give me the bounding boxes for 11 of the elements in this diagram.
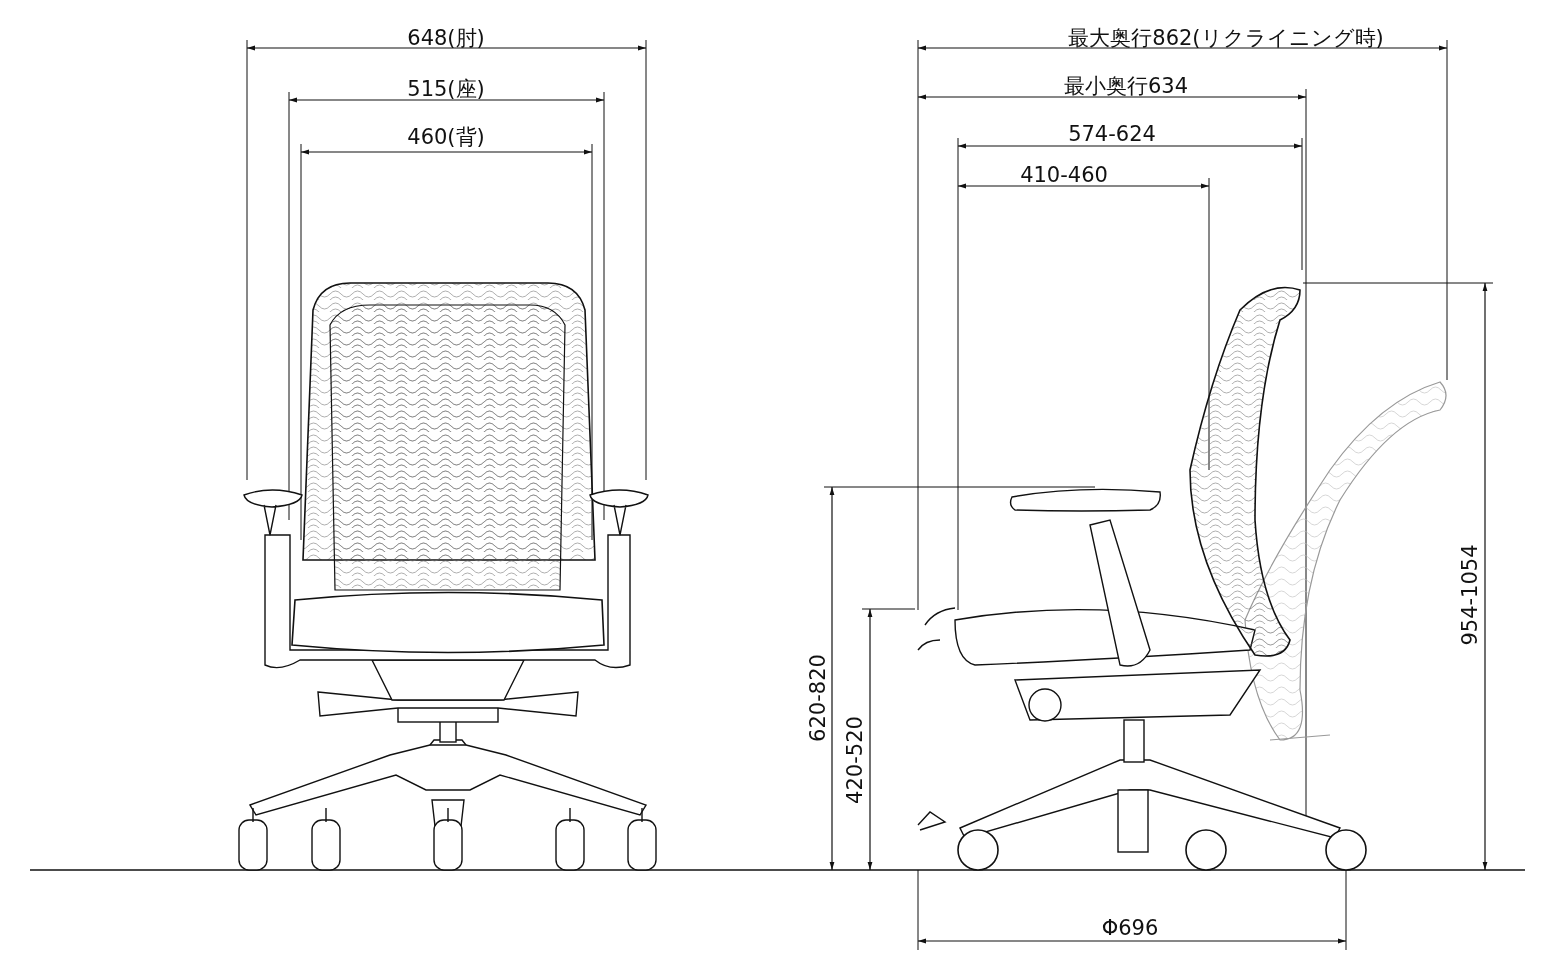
dimension-label: 最小奥行634 <box>1063 75 1189 97</box>
dimension-label: 460(背) <box>407 126 485 148</box>
dimension-label: 620-820 <box>807 654 829 742</box>
dimension-label: 515(座) <box>407 78 485 100</box>
dimension-label: 574-624 <box>1068 123 1156 145</box>
dimension-label: 420-520 <box>844 716 866 804</box>
dimension-label: Φ696 <box>1101 917 1159 939</box>
dimension-label: 648(肘) <box>407 27 485 49</box>
dimension-label: 最大奥行862(リクライニング時) <box>1068 27 1384 49</box>
dimension-label: 954-1054 <box>1459 544 1481 646</box>
dimension-label: 410-460 <box>1020 164 1108 186</box>
